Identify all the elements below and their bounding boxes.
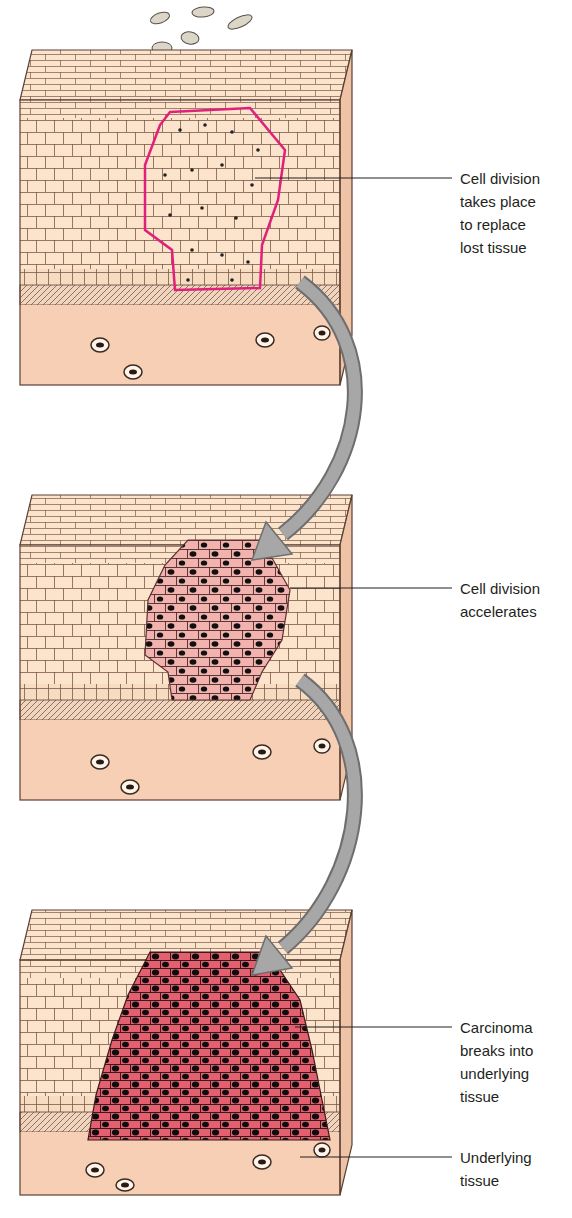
vessel-lumen	[261, 338, 269, 343]
nuclei	[163, 123, 260, 282]
arrow-shaft	[283, 680, 355, 948]
nucleus	[168, 213, 172, 217]
blood-vessel	[91, 755, 109, 769]
block-side	[340, 910, 352, 1195]
blood-vessels	[86, 1143, 330, 1191]
vessel-lumen	[126, 785, 134, 790]
progression-arrow	[252, 680, 355, 975]
arrow-head	[252, 522, 292, 560]
arrow-head	[252, 936, 292, 975]
nucleus	[200, 206, 204, 210]
blood-vessel	[256, 333, 274, 347]
shed-cell	[149, 10, 171, 26]
vessel-lumen	[258, 750, 266, 755]
basement-membrane	[20, 285, 340, 305]
blood-vessel	[86, 1163, 104, 1177]
nucleus	[250, 183, 254, 187]
vessel-lumen	[96, 343, 104, 348]
blood-vessel	[314, 739, 330, 753]
underlying-tissue	[20, 305, 340, 385]
vessel-lumen	[96, 760, 104, 765]
callout-label: Underlying tissue	[460, 1146, 550, 1192]
leader-line	[290, 588, 452, 589]
nucleus	[186, 278, 190, 282]
dividing-cells-outline	[145, 108, 285, 290]
nucleus	[220, 253, 224, 257]
nucleus	[203, 123, 207, 127]
carcinoma-cells	[88, 952, 330, 1140]
shed-cell	[226, 12, 254, 32]
tissue-block	[20, 495, 352, 800]
blood-vessel	[253, 745, 271, 759]
nucleus	[256, 148, 260, 152]
basement-membrane	[20, 700, 340, 720]
underlying-tissue	[20, 720, 340, 800]
vessel-lumen	[91, 1168, 99, 1173]
tissue-block	[20, 50, 352, 385]
basal-layer	[20, 269, 340, 285]
shed-cell	[180, 31, 200, 46]
blood-vessel	[91, 338, 109, 352]
nucleus	[230, 130, 234, 134]
surface-layer	[20, 100, 340, 118]
nucleus	[163, 173, 167, 177]
nucleus	[190, 168, 194, 172]
tissue-block	[20, 910, 352, 1195]
blood-vessel	[253, 1155, 271, 1169]
block-top	[20, 50, 352, 100]
vessel-lumen	[121, 1183, 129, 1188]
blood-vessel	[116, 1179, 134, 1191]
block-outline	[20, 100, 340, 385]
leader-lines	[255, 178, 452, 1157]
nucleus	[220, 163, 224, 167]
accelerated-division-cells	[145, 540, 290, 700]
vessel-lumen	[319, 744, 326, 749]
arrow-shaft	[283, 282, 355, 534]
shed-cell	[192, 6, 215, 18]
blood-vessels	[91, 326, 330, 379]
leader-line	[255, 178, 452, 179]
nucleus	[246, 260, 250, 264]
blood-vessels	[91, 739, 330, 794]
nucleus	[234, 216, 238, 220]
nucleus	[230, 278, 234, 282]
epithelium	[20, 100, 340, 285]
leader-line	[300, 1157, 452, 1158]
leader-line	[295, 1027, 452, 1028]
vessel-lumen	[319, 331, 326, 336]
callout-label: Cell division accelerates	[460, 577, 550, 623]
blood-vessel	[314, 1143, 330, 1157]
arrow-shaft-edge	[283, 680, 355, 948]
callout-label: Cell division takes place to replace los…	[460, 167, 550, 259]
progression-arrow	[252, 282, 355, 560]
nucleus	[190, 248, 194, 252]
blood-vessel	[121, 780, 139, 794]
vessel-lumen	[258, 1160, 266, 1165]
arrow-shaft-edge	[283, 282, 355, 534]
vessel-lumen	[319, 1148, 326, 1153]
nucleus	[178, 128, 182, 132]
callout-label: Carcinoma breaks into underlying tissue	[460, 1016, 550, 1108]
vessel-lumen	[129, 370, 137, 375]
blood-vessel	[124, 365, 142, 379]
blood-vessel	[314, 326, 330, 340]
underlying-tissue	[20, 1132, 340, 1195]
